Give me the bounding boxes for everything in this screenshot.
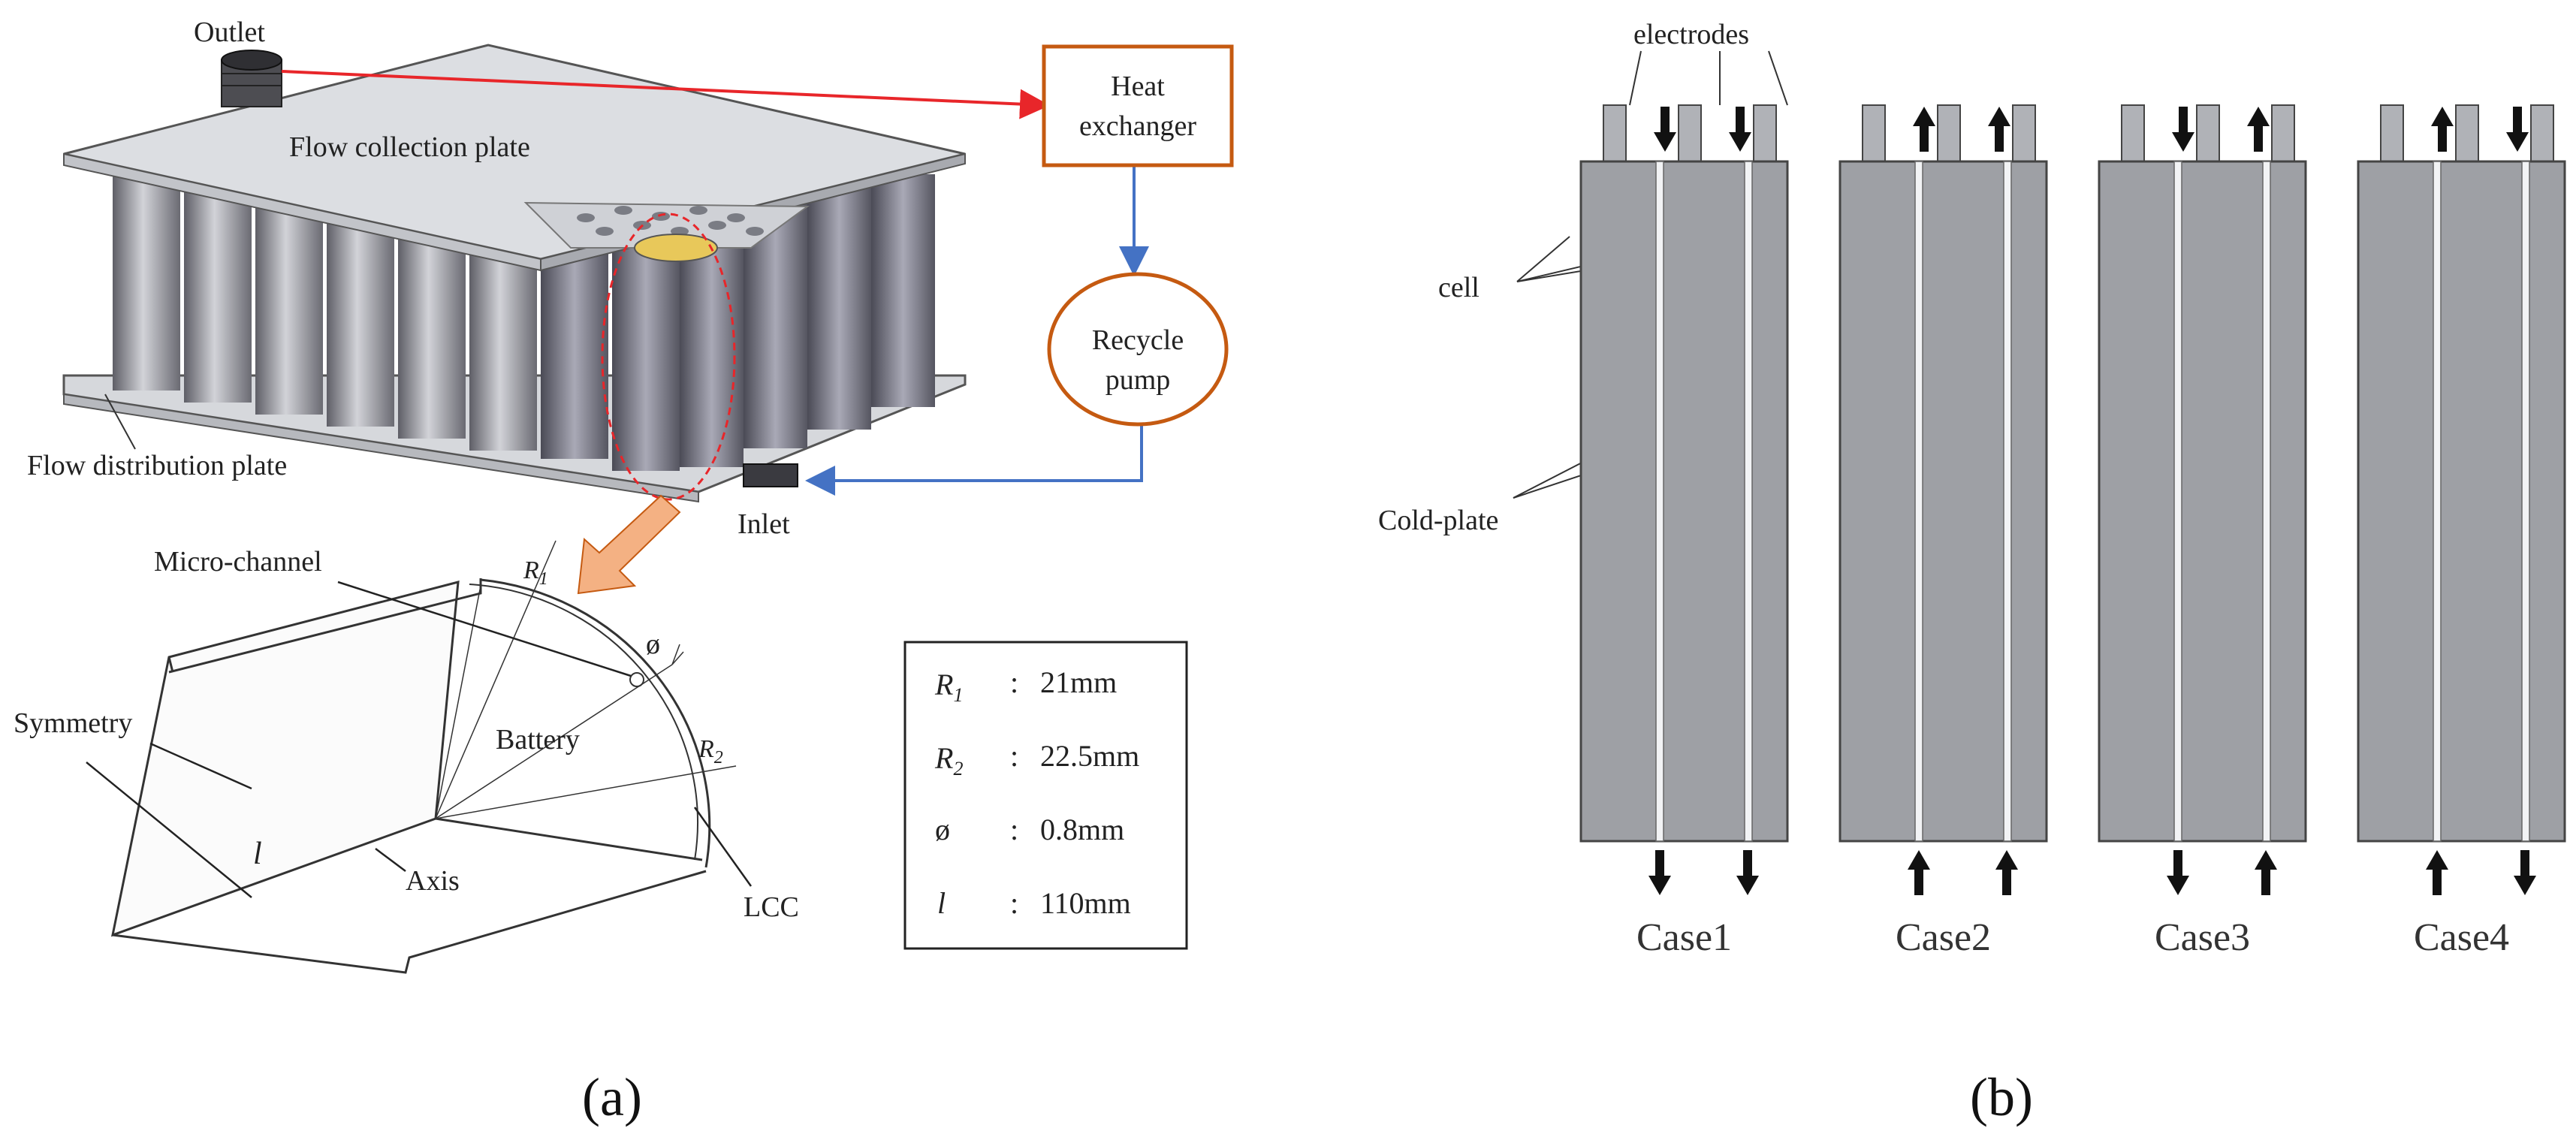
flow-distribution-plate-label: Flow distribution plate xyxy=(27,450,287,481)
electrodes-label: electrodes xyxy=(1633,19,1749,50)
symmetry-label: Symmetry xyxy=(14,707,132,739)
param-symbol: R2 xyxy=(934,741,963,780)
cold-plate-label: Cold-plate xyxy=(1378,505,1498,536)
electrode xyxy=(2530,104,2554,166)
param-value: 0.8mm xyxy=(1040,813,1124,846)
lcc-section xyxy=(111,540,737,974)
cell-body xyxy=(2357,160,2566,843)
case-label: Case2 xyxy=(1896,916,1991,959)
top-flow-down-arrow-icon xyxy=(1654,107,1676,152)
cell-label: cell xyxy=(1438,272,1480,303)
case-panel: Case1 xyxy=(1579,104,1789,959)
length-marker: l xyxy=(253,837,262,871)
highlighted-cell-outline xyxy=(601,213,736,501)
pump-to-inlet-arrow xyxy=(805,424,1143,496)
panel-a-label: (a) xyxy=(582,1067,642,1127)
panel-a: Heat exchanger Recycle pump Outlet Flow … xyxy=(14,17,1234,1127)
cell-body xyxy=(1838,160,2048,843)
parameter-rows: R1 : 21mm R2 : 22.5mm ø : 0.8mm l : 110m… xyxy=(934,665,1139,920)
cold-plate xyxy=(1914,161,1923,842)
top-flow-down-arrow-icon xyxy=(1729,107,1751,152)
cold-plate xyxy=(2521,161,2530,842)
axis-label: Axis xyxy=(406,865,460,897)
case-panel: Case2 xyxy=(1838,104,2048,959)
electrode xyxy=(1862,104,1886,166)
battery-label: Battery xyxy=(496,724,580,755)
param-separator: : xyxy=(1010,886,1018,920)
param-separator: : xyxy=(1010,739,1018,773)
param-symbol: l xyxy=(937,886,946,920)
detail-arrow xyxy=(577,494,681,595)
case-panel: Case3 xyxy=(2098,104,2307,959)
electrode xyxy=(2196,104,2220,166)
cold-plate xyxy=(2003,161,2012,842)
cold-plate xyxy=(2173,161,2182,842)
cold-plate xyxy=(2433,161,2442,842)
param-value: 21mm xyxy=(1040,665,1117,699)
parameter-box xyxy=(903,641,1188,950)
param-value: 22.5mm xyxy=(1040,739,1139,773)
cold-plate xyxy=(1744,161,1753,842)
top-flow-up-arrow-icon xyxy=(1913,107,1935,152)
case-label: Case3 xyxy=(2155,916,2250,959)
param-symbol: R1 xyxy=(934,668,963,706)
inlet-pipe xyxy=(743,463,798,487)
electrode xyxy=(1603,104,1627,166)
top-flow-down-arrow-icon xyxy=(2172,107,2194,152)
param-value: 110mm xyxy=(1040,886,1131,920)
bottom-flow-down-arrow-icon xyxy=(2167,850,2189,895)
top-flow-down-arrow-icon xyxy=(2506,107,2529,152)
param-separator: : xyxy=(1010,813,1018,846)
r2-marker: R2 xyxy=(698,735,723,768)
r1-marker: R1 xyxy=(523,556,548,589)
heat-exchanger-label-1: Heat xyxy=(1111,71,1165,102)
bottom-flow-up-arrow-icon xyxy=(2255,850,2277,895)
recycle-pump-label-1: Recycle xyxy=(1092,324,1184,356)
inlet-label: Inlet xyxy=(738,508,790,540)
heat-exchanger-box xyxy=(1042,44,1234,167)
case-panel: Case4 xyxy=(2357,104,2566,959)
panel-b-label: (b) xyxy=(1970,1067,2033,1127)
flow-collection-plate-label: Flow collection plate xyxy=(289,131,530,163)
param-symbol: ø xyxy=(935,813,950,846)
electrode xyxy=(1937,104,1961,166)
electrode xyxy=(2271,104,2295,166)
electrode xyxy=(2455,104,2479,166)
outlet-label: Outlet xyxy=(194,17,265,48)
electrode xyxy=(2380,104,2404,166)
case-label: Case1 xyxy=(1636,916,1732,959)
electrode xyxy=(2012,104,2036,166)
bottom-flow-up-arrow-icon xyxy=(2426,850,2448,895)
top-flow-up-arrow-icon xyxy=(1988,107,2010,152)
top-flow-up-arrow-icon xyxy=(2247,107,2270,152)
cold-plate xyxy=(1655,161,1664,842)
lcc-label: LCC xyxy=(744,891,799,923)
cell-body xyxy=(2098,160,2307,843)
electrode xyxy=(2121,104,2145,166)
electrode xyxy=(1753,104,1777,166)
cell-body xyxy=(1579,160,1789,843)
param-separator: : xyxy=(1010,665,1018,699)
electrode xyxy=(1678,104,1702,166)
detail-leaders xyxy=(86,581,753,898)
recycle-pump-ellipse xyxy=(1047,272,1229,427)
bottom-flow-down-arrow-icon xyxy=(2514,850,2536,895)
outlet-pipe xyxy=(221,50,282,107)
bottom-flow-down-arrow-icon xyxy=(1648,850,1671,895)
bottom-flow-down-arrow-icon xyxy=(1736,850,1759,895)
case-label: Case4 xyxy=(2414,916,2509,959)
phi-marker: ø xyxy=(646,629,660,660)
top-flow-up-arrow-icon xyxy=(2431,107,2454,152)
case-panels: Case1 Case2 Case3 Case4 xyxy=(1579,104,2566,959)
micro-channel-label: Micro-channel xyxy=(154,546,322,578)
heat-exchanger-label-2: exchanger xyxy=(1079,110,1196,142)
cold-plate xyxy=(2262,161,2271,842)
recycle-pump-label-2: pump xyxy=(1106,364,1171,396)
outlet-to-exchanger-arrow xyxy=(281,70,1050,119)
bottom-flow-up-arrow-icon xyxy=(1995,850,2018,895)
bottom-flow-up-arrow-icon xyxy=(1908,850,1930,895)
